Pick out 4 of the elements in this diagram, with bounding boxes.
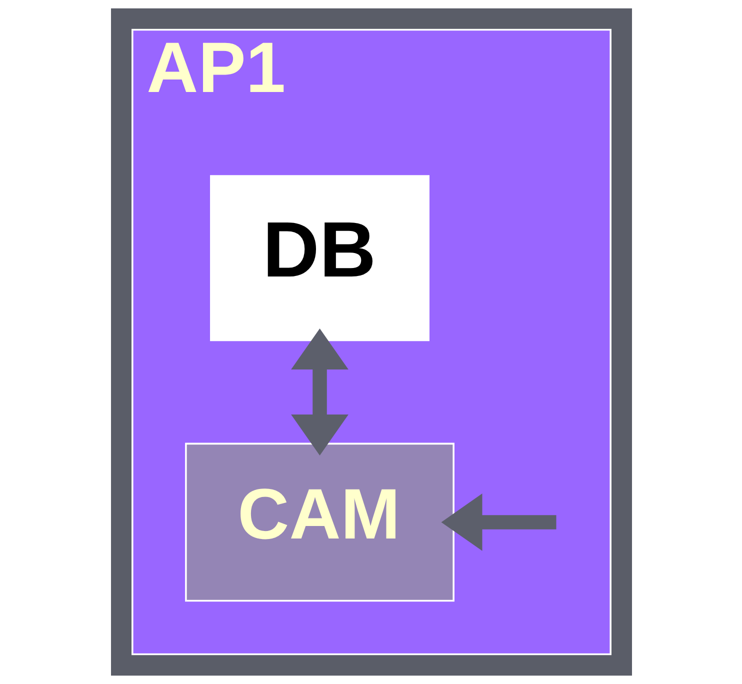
arrow (290, 328, 348, 456)
node-box: CAM (184, 442, 454, 602)
node-box: DB (210, 175, 429, 342)
arrow (440, 494, 556, 551)
